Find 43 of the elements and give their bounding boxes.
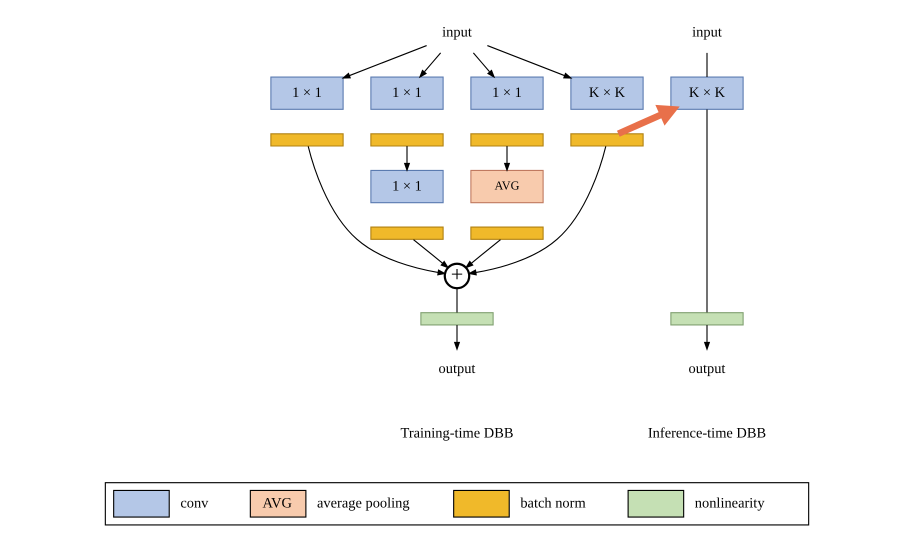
arrow: [413, 239, 450, 269]
node-bar: [370, 226, 444, 240]
arrow: [472, 52, 496, 78]
node-box: 1 × 1: [470, 76, 544, 110]
legend-label: average pooling: [317, 496, 410, 512]
arrow: [418, 52, 442, 78]
legend-label: batch norm: [520, 496, 586, 512]
node-box: 1 × 1: [270, 76, 344, 110]
node-box: K × K: [570, 76, 644, 110]
arrow: [704, 325, 710, 351]
node-circle: +: [444, 262, 470, 290]
legend-label: nonlinearity: [694, 496, 765, 512]
node-bar: [370, 133, 444, 147]
node-text: output: [438, 361, 476, 378]
arrow: [308, 146, 446, 276]
arrow: [464, 239, 501, 269]
node-text: input: [442, 24, 472, 40]
connector: [706, 110, 708, 312]
node-box: AVG: [470, 170, 544, 204]
node-text: output: [688, 361, 726, 378]
node-bar: [470, 133, 544, 147]
arrow: [468, 146, 606, 276]
node-box: 1 × 1: [370, 76, 444, 110]
node-box: 1 × 1: [370, 170, 444, 204]
node-bar: [420, 312, 494, 326]
arrow: [342, 45, 427, 79]
arrow: [454, 325, 460, 351]
label: AVG: [262, 496, 292, 512]
connector: [706, 52, 708, 78]
node-bar: [270, 133, 344, 147]
node-bar: [670, 312, 744, 326]
label: Training-time DBB: [400, 426, 514, 442]
legend-label: conv: [180, 496, 208, 512]
node-bar: [470, 226, 544, 240]
connector: [456, 288, 458, 313]
arrow: [487, 45, 572, 79]
node-bar: [570, 133, 644, 147]
node-box: K × K: [670, 76, 744, 110]
arrow: [404, 146, 410, 172]
label: Inference-time DBB: [648, 426, 766, 442]
node-text: input: [692, 24, 722, 40]
arrow: [504, 146, 510, 172]
arrow: [616, 104, 680, 137]
